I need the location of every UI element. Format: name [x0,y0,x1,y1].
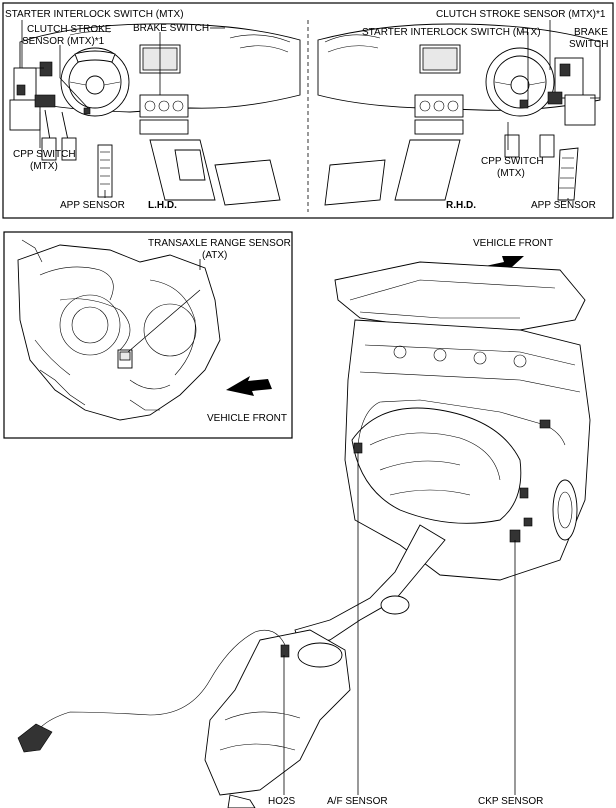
engine-drawing [17,261,591,808]
engine-vehicle-front-label: VEHICLE FRONT [473,238,553,249]
ckp-sensor-label: CKP SENSOR [478,796,543,807]
rhd-dashboard-drawing [317,23,601,206]
lhd-cpp-switch-label-line2: (MTX) [30,161,58,172]
rhd-cpp-switch-label-line2: (MTX) [497,168,525,179]
lhd-cpp-switch-label-line1: CPP SWITCH [13,149,76,160]
lhd-mode-label: L.H.D. [148,200,177,211]
rhd-cpp-switch-label-line1: CPP SWITCH [481,156,544,167]
transaxle-vehicle-front-arrow [226,376,272,396]
rhd-brake-switch-label-line2: SWITCH [569,39,608,50]
ho2s-label: HO2S [268,796,296,807]
lhd-clutch-stroke-label-line1: CLUTCH STROKE [27,24,112,35]
rhd-brake-switch-label-line1: BRAKE [574,27,608,38]
af-sensor-label: A/F SENSOR [327,796,388,807]
interior-panel-frame [2,2,614,219]
transaxle-panel-frame [3,231,293,439]
lhd-brake-switch-label: BRAKE SWITCH [133,23,209,34]
range-sensor-label-line2: (ATX) [202,250,227,261]
rhd-mode-label: R.H.D. [446,200,476,211]
rhd-app-sensor-label: APP SENSOR [531,200,596,211]
lhd-dashboard-drawing [9,23,301,206]
rhd-leader-lines [507,20,601,200]
lhd-clutch-stroke-label-line2: SENSOR (MTX)*1 [22,36,105,47]
lhd-app-sensor-label: APP SENSOR [60,200,125,211]
range-sensor-label-line1: TRANSAXLE RANGE SENSOR [148,238,291,249]
transaxle-vehicle-front-label: VEHICLE FRONT [207,413,287,424]
lhd-leader-lines [21,20,225,198]
rhd-starter-interlock-label: STARTER INTERLOCK SWITCH (MTX) [362,27,541,38]
transaxle-drawing [17,239,221,421]
engine-leader-lines [283,452,516,795]
range-sensor-leader-line-b [127,289,201,353]
lhd-starter-interlock-label: STARTER INTERLOCK SWITCH (MTX) [5,9,184,20]
rhd-clutch-stroke-label: CLUTCH STROKE SENSOR (MTX)*1 [436,9,606,20]
